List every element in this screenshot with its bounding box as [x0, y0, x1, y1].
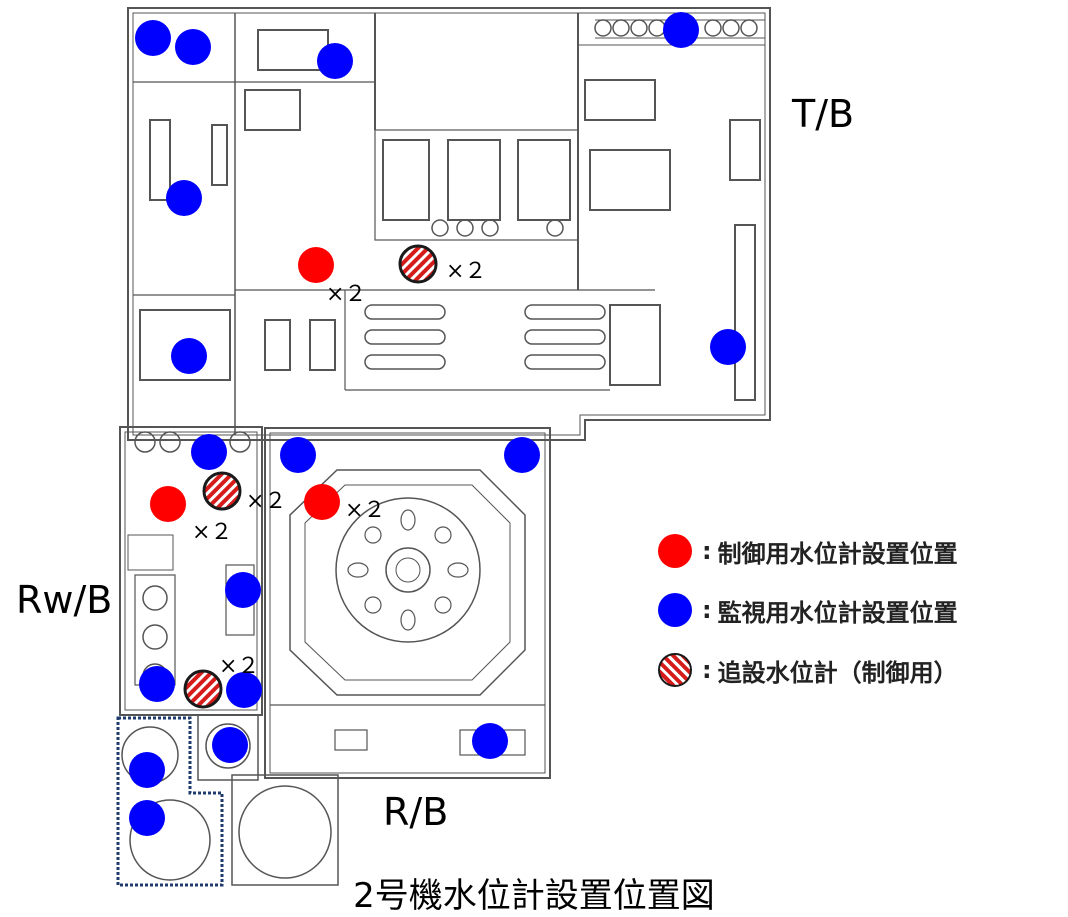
building-label-rwb: Rw/B	[16, 578, 113, 622]
turbine-building	[127, 7, 771, 441]
legend-colon: :	[702, 537, 712, 565]
legend-item-monitor: : 監視用水位計設置位置	[658, 590, 958, 630]
tank-circles	[431, 19, 758, 237]
monitor-sensor	[472, 723, 508, 759]
figure-caption: 2号機水位計設置位置図	[353, 876, 715, 916]
monitor-sensor	[129, 752, 165, 788]
multiplier-label: ×２	[326, 282, 367, 307]
legend-colon: :	[702, 596, 712, 624]
control-sensor	[304, 484, 340, 520]
control-sensor	[298, 247, 334, 283]
dotted-boundary	[116, 716, 224, 887]
monitor-sensor	[212, 727, 248, 763]
monitor-sensor	[166, 180, 202, 216]
monitor-sensor	[135, 20, 171, 56]
added-sensor	[183, 669, 223, 709]
blue-dot-icon	[658, 593, 692, 627]
monitor-sensor	[175, 29, 211, 65]
building-label-tb: T/B	[792, 92, 855, 136]
control-sensor	[150, 486, 186, 522]
condenser-tubes	[364, 304, 606, 370]
monitor-sensor	[663, 12, 699, 48]
radwaste-building	[119, 426, 263, 716]
control-sensors	[150, 247, 340, 522]
pit	[197, 714, 259, 781]
monitor-sensor	[710, 329, 746, 365]
multiplier-label: ×２	[219, 654, 260, 679]
monitor-sensor	[171, 338, 207, 374]
monitor-sensor	[504, 437, 540, 473]
hatched-dot-icon	[658, 653, 692, 687]
legend-colon: :	[702, 656, 712, 684]
multiplier-label: ×２	[192, 520, 233, 545]
monitor-sensor	[225, 572, 261, 608]
multiplier-label: ×２	[345, 498, 386, 523]
building-label-rb: R/B	[383, 790, 449, 834]
monitor-sensors	[129, 12, 746, 836]
monitor-sensor	[317, 43, 353, 79]
legend-item-control: : 制御用水位計設置位置	[658, 531, 958, 571]
monitor-sensor	[226, 672, 262, 708]
monitor-sensor	[191, 434, 227, 470]
multiplier-label: ×２	[446, 259, 487, 284]
monitor-sensor	[129, 800, 165, 836]
added-sensor	[398, 244, 438, 284]
legend-label: 追設水位計（制御用）	[717, 658, 958, 687]
legend-label: 監視用水位計設置位置	[717, 598, 958, 627]
monitor-sensor	[280, 437, 316, 473]
legend-item-added: : 追設水位計（制御用）	[658, 650, 958, 690]
added-sensor	[202, 471, 242, 511]
monitor-sensor	[139, 666, 175, 702]
reactor-ports	[347, 509, 469, 631]
multiplier-label: ×２	[246, 489, 287, 514]
added-sensors	[183, 244, 438, 709]
legend-label: 制御用水位計設置位置	[717, 539, 958, 568]
red-dot-icon	[658, 534, 692, 568]
outdoor-tanks	[121, 726, 339, 886]
reactor-building	[264, 427, 551, 779]
